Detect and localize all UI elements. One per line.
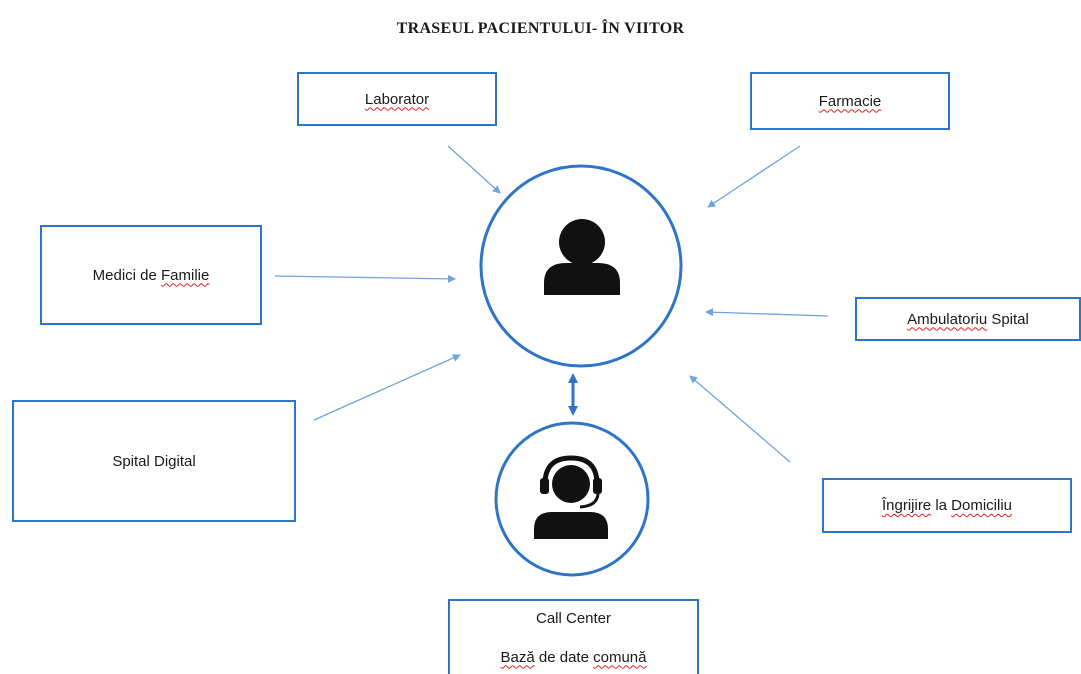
node-call-center-line2: Bază de date comună (501, 649, 647, 666)
arrow-ambulatoriu (705, 308, 829, 317)
node-ingrijire-word1: Îngrijire (881, 497, 932, 514)
node-farmacie-label: Farmacie (818, 92, 882, 110)
node-ambulatoriu-word: Ambulatoriu (907, 310, 988, 328)
arrow-ingrijire (689, 375, 791, 463)
node-call-center-line1: Call Center (535, 609, 612, 627)
node-medici-familie-label: Medici de Familie (93, 267, 210, 284)
call-center-circle (494, 421, 650, 577)
node-call-center-line2-word1: Bază (500, 648, 535, 666)
node-call-center: Call Center Bază de date comună (448, 599, 699, 674)
node-medici-familie: Medici de Familie (40, 225, 262, 325)
node-ingrijire-label: Îngrijire la Domiciliu (882, 497, 1012, 514)
diagram-title: TRASEUL PACIENTULUI- ÎN VIITOR (396, 20, 685, 37)
node-ingrijire-word2: Domiciliu (951, 497, 1013, 514)
node-call-center-line2-word2: comună (593, 648, 647, 666)
call-center-agent-icon (534, 455, 608, 539)
arrow-laborator (447, 145, 501, 194)
node-ingrijire-mid: la (931, 497, 952, 514)
arrow-medici-familie (274, 274, 456, 283)
person-icon (544, 219, 620, 295)
node-medici-familie-prefix: Medici de (92, 266, 162, 284)
node-ingrijire-domiciliu: Îngrijire la Domiciliu (822, 478, 1072, 533)
node-call-center-line2-mid: de date (534, 648, 594, 666)
node-spital-digital: Spital Digital (12, 400, 296, 522)
node-spital-digital-label: Spital Digital (112, 452, 196, 470)
patient-circle (479, 164, 683, 368)
node-laborator: Laborator (297, 72, 497, 126)
node-ambulatoriu-suffix: Spital (987, 310, 1029, 328)
node-ambulatoriu: Ambulatoriu Spital (855, 297, 1081, 341)
node-medici-familie-word: Familie (161, 266, 210, 284)
arrow-farmacie (707, 145, 801, 208)
arrow-spital-digital (313, 354, 461, 421)
node-farmacie: Farmacie (750, 72, 950, 130)
node-ambulatoriu-label: Ambulatoriu Spital (907, 311, 1029, 328)
node-laborator-label: Laborator (364, 90, 430, 108)
